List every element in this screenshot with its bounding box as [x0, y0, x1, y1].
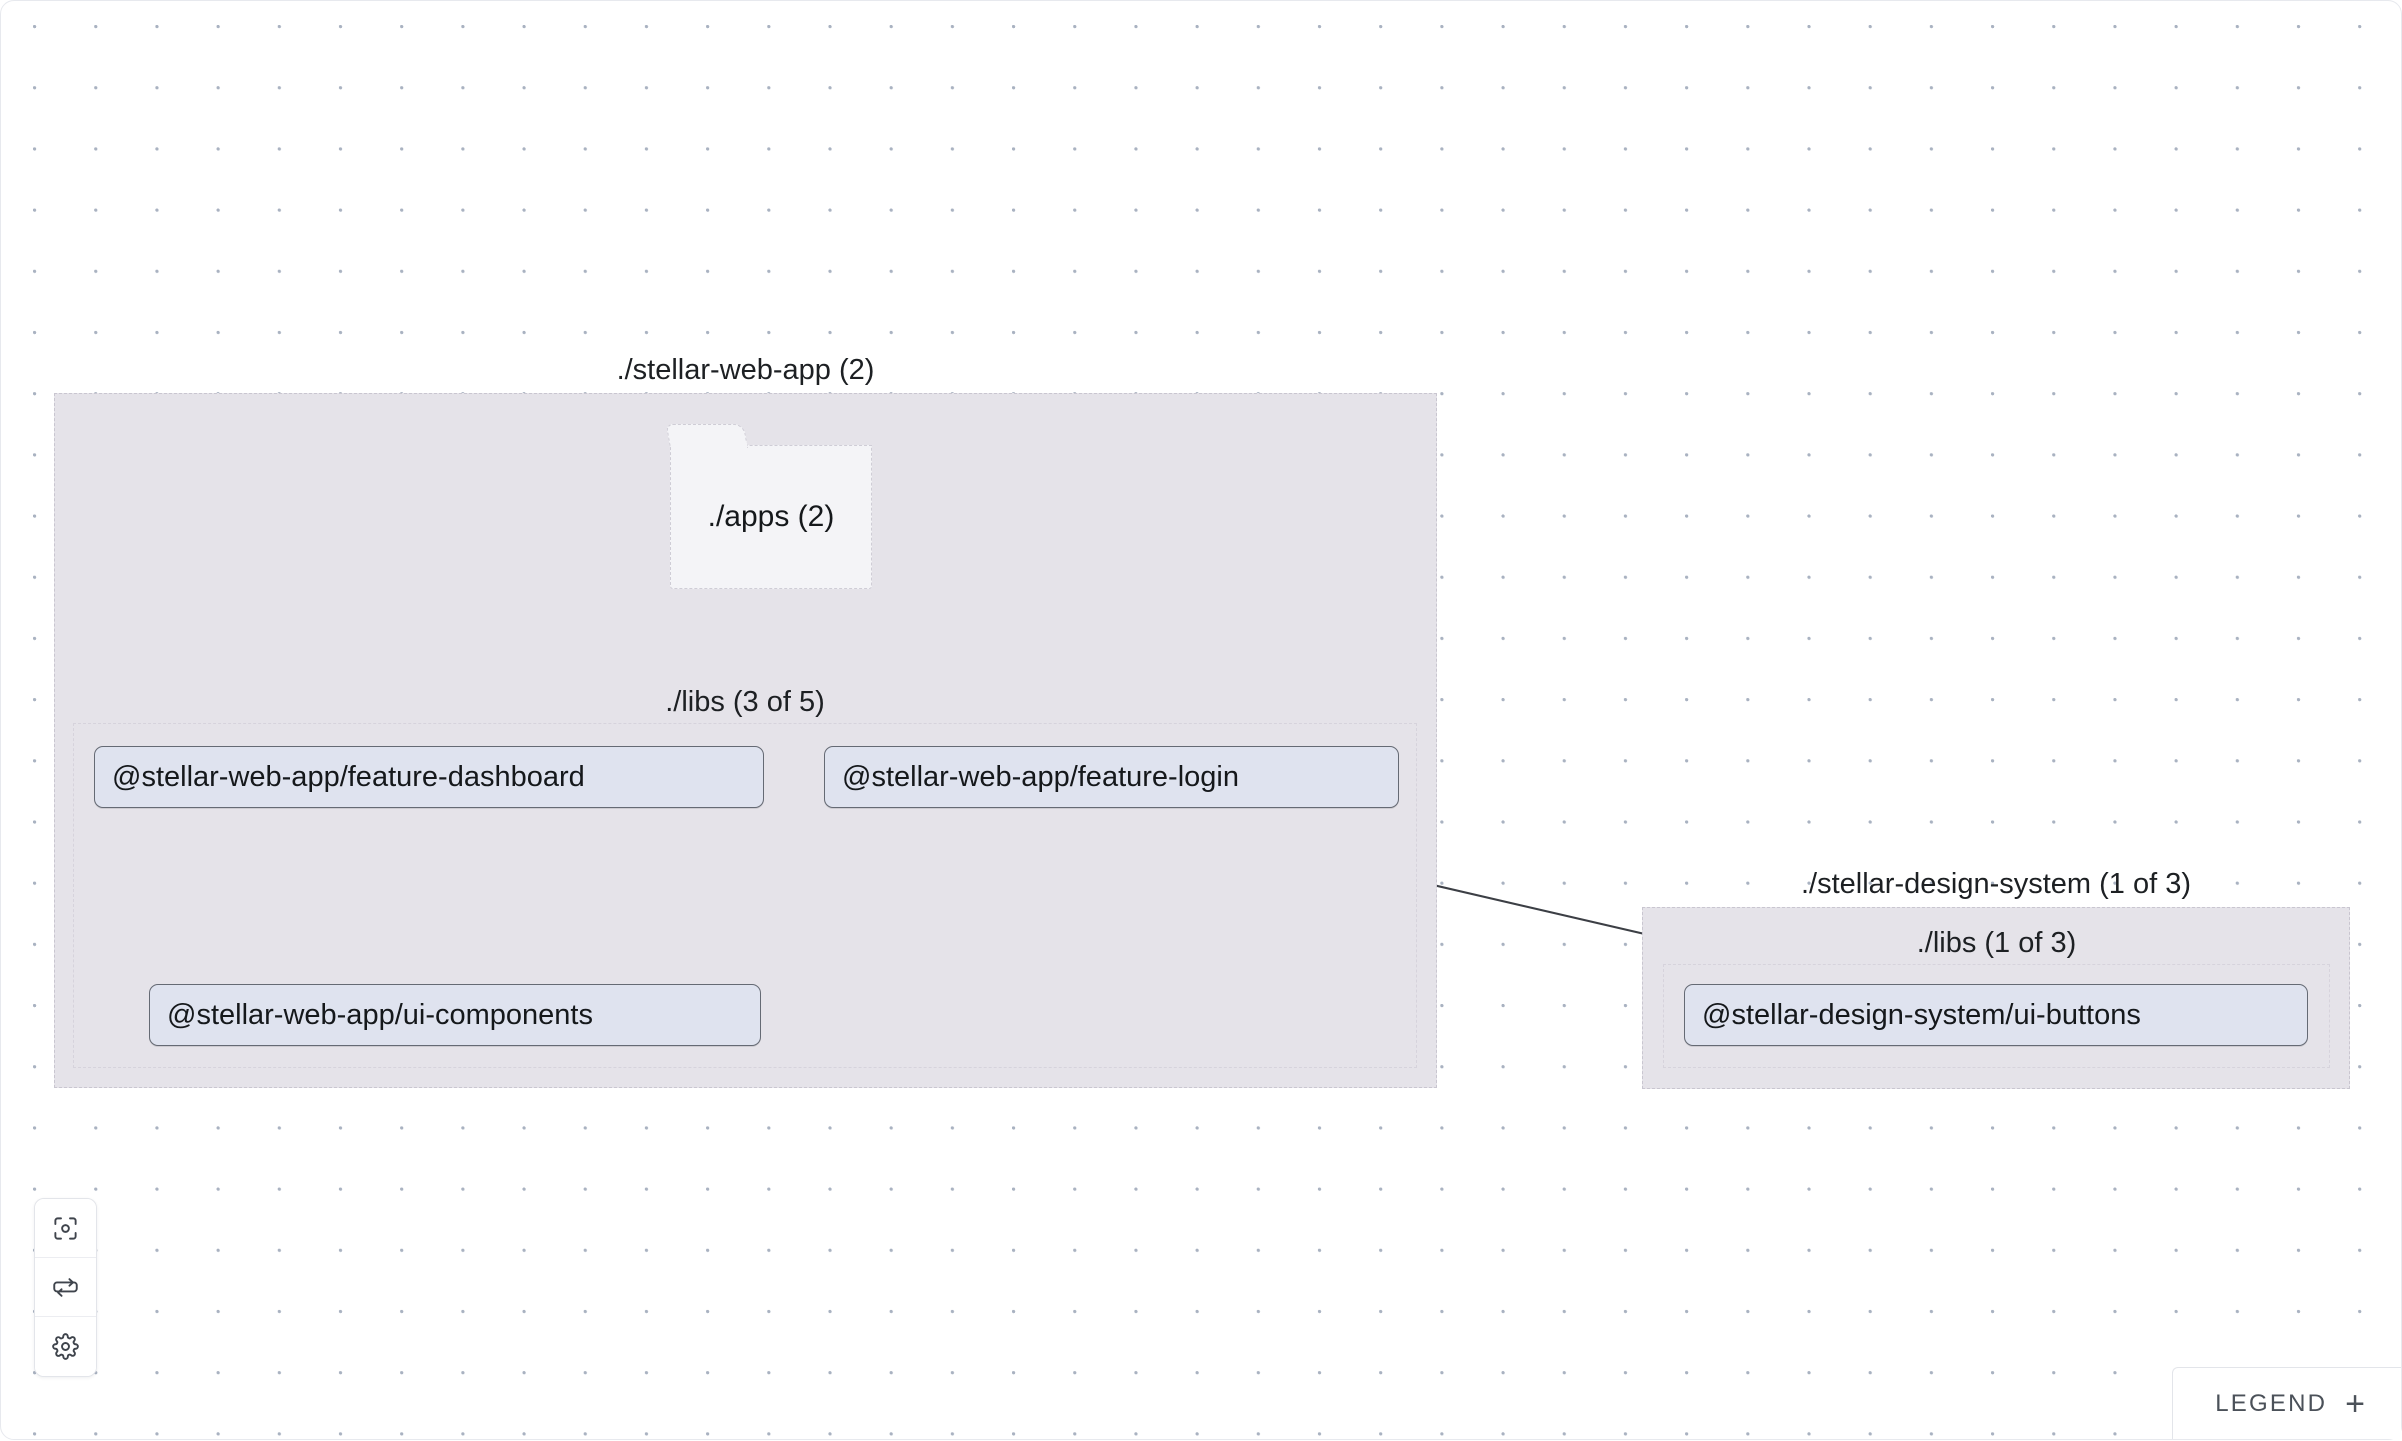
focus-target-icon — [52, 1215, 79, 1242]
refresh-icon — [52, 1274, 79, 1301]
refresh-graph-button[interactable] — [35, 1258, 96, 1317]
gear-icon — [52, 1333, 79, 1360]
graph-controls-panel — [34, 1198, 97, 1377]
project-node-label: @stellar-web-app/feature-dashboard — [112, 763, 585, 792]
legend-button[interactable]: LEGEND + — [2172, 1367, 2401, 1439]
project-node-feature-login[interactable]: @stellar-web-app/feature-login — [824, 746, 1399, 808]
project-node-ui-components[interactable]: @stellar-web-app/ui-components — [149, 984, 761, 1046]
graph-settings-button[interactable] — [35, 1317, 96, 1376]
project-node-label: @stellar-design-system/ui-buttons — [1702, 1001, 2141, 1030]
group-label-stellar-web-app: ./stellar-web-app (2) — [55, 348, 1436, 392]
folder-node-apps-label: ./apps (2) — [708, 500, 835, 534]
plus-icon: + — [2345, 1387, 2365, 1421]
project-node-label: @stellar-web-app/ui-components — [167, 1001, 593, 1030]
group-label-stellar-design-system-libs: ./libs (1 of 3) — [1664, 921, 2329, 965]
focus-graph-button[interactable] — [35, 1199, 96, 1258]
project-node-label: @stellar-web-app/feature-login — [842, 763, 1239, 792]
legend-label: LEGEND — [2215, 1390, 2327, 1418]
group-label-stellar-web-app-libs: ./libs (3 of 5) — [74, 680, 1416, 724]
project-node-feature-dashboard[interactable]: @stellar-web-app/feature-dashboard — [94, 746, 764, 808]
project-node-ui-buttons[interactable]: @stellar-design-system/ui-buttons — [1684, 984, 2308, 1046]
folder-node-apps[interactable]: ./apps (2) — [670, 445, 872, 589]
folder-tab-mask — [671, 443, 747, 449]
group-label-stellar-design-system: ./stellar-design-system (1 of 3) — [1643, 862, 2349, 906]
